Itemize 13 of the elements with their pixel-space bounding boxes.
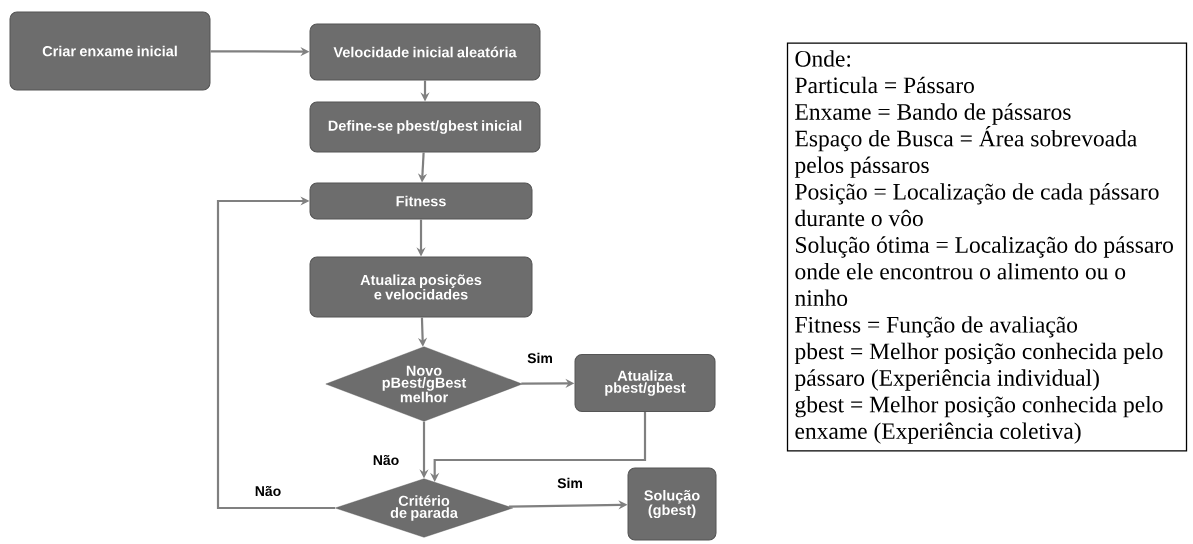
process-box: Atualiza posições e velocidades <box>309 256 533 318</box>
process-box: Atualiza pbest/gbest <box>574 354 716 412</box>
edge-label: Não <box>253 484 283 498</box>
process-box: Velocidade inicial aleatória <box>309 23 541 81</box>
arrow <box>216 196 335 510</box>
edge-label: Sim <box>556 476 584 490</box>
process-box: Fitness <box>309 182 533 220</box>
process-box: Criar enxame inicial <box>9 11 211 91</box>
process-box: Define-se pbest/gbest inicial <box>309 101 541 153</box>
definition-box: Onde: Particula = Pássaro Enxame = Bando de pássaros Espaço de Busca = Área sobrevoada pelos pássaros Posição = Localização de cada pássaro durante o vôo Solução ótima = Localização do pássaro onde ele encontrou o alimento ou o ninho Fitness = Função de avaliação pbest = Melhor posição conhecida pelo pássaro (Experiência individual) gbest = Melhor posição conhecida pelo enxame (Experiência coletiva) <box>786 42 1188 452</box>
edge-label: Não <box>371 453 401 467</box>
process-box: Solução (gbest) <box>627 467 717 541</box>
edge-label: Sim <box>526 351 554 365</box>
